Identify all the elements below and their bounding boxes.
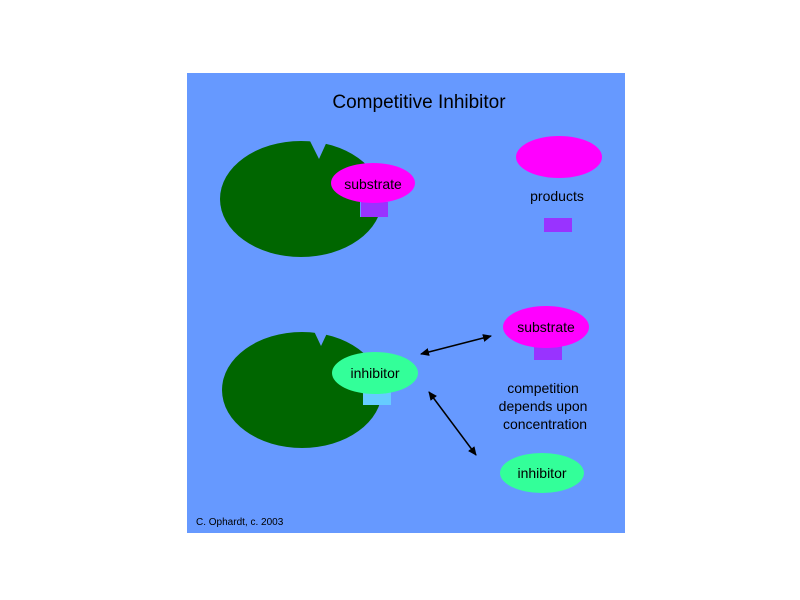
- substrate-bottom-label: substrate: [517, 319, 575, 335]
- products-label: products: [530, 188, 584, 204]
- credit-text: C. Ophardt, c. 2003: [196, 517, 284, 528]
- competition-text: competition depends upon concentration: [499, 380, 592, 432]
- diagram-title: Competitive Inhibitor: [332, 92, 506, 113]
- competition-line-3: concentration: [503, 416, 587, 432]
- competition-line-2: depends upon: [499, 398, 588, 414]
- product-oval: [516, 136, 602, 178]
- substrate-top-block: [361, 202, 388, 217]
- diagram-panel: Competitive Inhibitor substrate products…: [187, 73, 625, 533]
- product-block: [544, 218, 572, 232]
- inhibitor-bound-label: inhibitor: [350, 365, 399, 381]
- competition-line-1: competition: [507, 380, 579, 396]
- substrate-top-label: substrate: [344, 176, 402, 192]
- inhibitor-free-label: inhibitor: [517, 465, 566, 481]
